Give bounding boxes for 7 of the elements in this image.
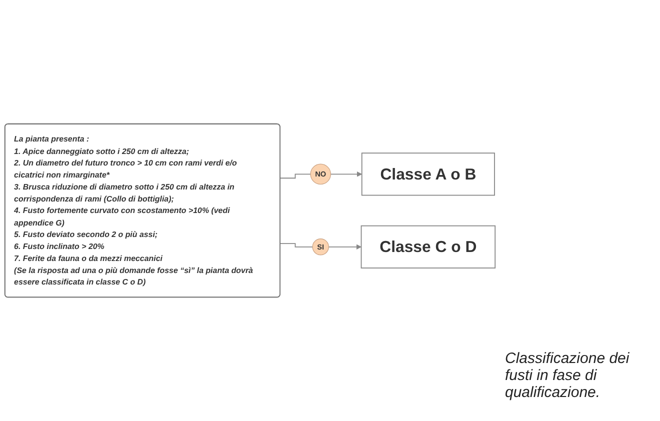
connector	[280, 174, 311, 179]
connector	[280, 243, 314, 248]
arrow	[328, 244, 362, 250]
node-box: Classe A o B	[361, 152, 495, 196]
node-box: Classe C o D	[360, 225, 496, 268]
caption: Classificazione dei fusti in fase di qualificazione.	[504, 350, 630, 401]
arrow	[330, 171, 362, 177]
